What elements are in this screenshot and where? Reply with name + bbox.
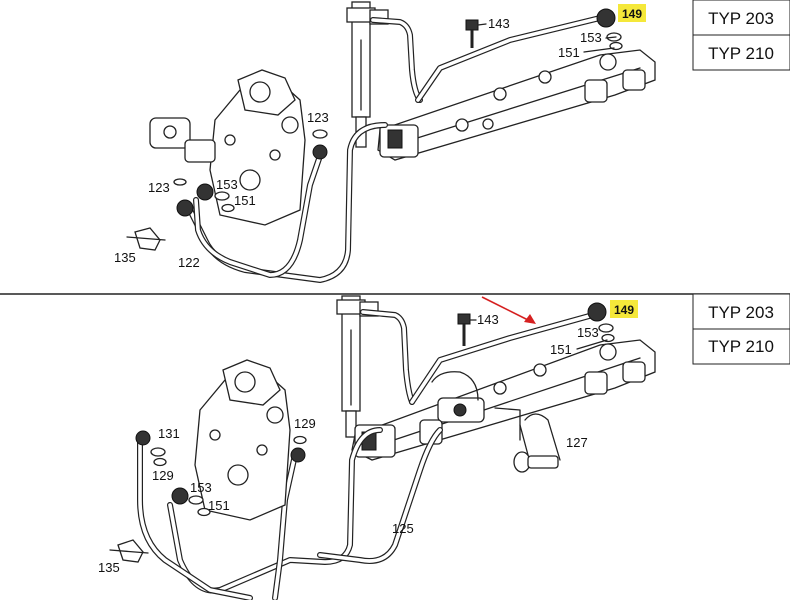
pointer-arrow [481, 296, 536, 324]
pump-bottom [194, 359, 291, 521]
highlight-149-top [618, 4, 646, 22]
panel-top: TYP 203 TYP 210 [114, 0, 790, 283]
label-151-pump-top: 151 [234, 193, 256, 208]
label-129-right: 129 [294, 416, 316, 431]
type-table-top: TYP 203 TYP 210 [692, 0, 790, 71]
label-153-pump-top: 153 [216, 177, 238, 192]
part-127 [513, 413, 561, 473]
highlight-149-bottom [610, 300, 638, 318]
type-label-210-bottom: TYP 210 [708, 337, 774, 356]
fuel-rail-bottom [351, 339, 656, 461]
label-151-top: 151 [558, 45, 580, 60]
label-135-bottom: 135 [98, 560, 120, 575]
label-153-pump-bottom: 153 [190, 480, 212, 495]
fitting-149-bottom [587, 302, 615, 343]
label-153-top: 153 [580, 30, 602, 45]
label-149-bottom: 149 [614, 303, 634, 317]
label-143-bottom: 143 [477, 312, 499, 327]
type-table-bottom: TYP 203 TYP 210 [692, 293, 790, 365]
type-label-210: TYP 210 [708, 44, 774, 63]
label-143-top: 143 [488, 16, 510, 31]
valve-assembly-bottom [419, 371, 521, 445]
label-127: 127 [566, 435, 588, 450]
type-label-203: TYP 203 [708, 9, 774, 28]
label-135-top: 135 [114, 250, 136, 265]
label-149-top: 149 [622, 7, 642, 21]
label-131: 131 [158, 426, 180, 441]
injector-bottom [336, 295, 379, 438]
label-129-left: 129 [152, 468, 174, 483]
pump-top [149, 69, 328, 226]
type-label-203-bottom: TYP 203 [708, 303, 774, 322]
label-123-right-top: 123 [307, 110, 329, 125]
panel-bottom: TYP 203 TYP 210 [98, 293, 790, 600]
label-151-pump-bottom: 151 [208, 498, 230, 513]
label-151-bottom: 151 [550, 342, 572, 357]
small-parts-top [126, 19, 479, 251]
label-125: 125 [392, 521, 414, 536]
label-153-bottom: 153 [577, 325, 599, 340]
fuel-rail-top [377, 49, 656, 161]
small-parts-bottom [109, 313, 471, 563]
label-122-top: 122 [178, 255, 200, 270]
label-123-left-top: 123 [148, 180, 170, 195]
